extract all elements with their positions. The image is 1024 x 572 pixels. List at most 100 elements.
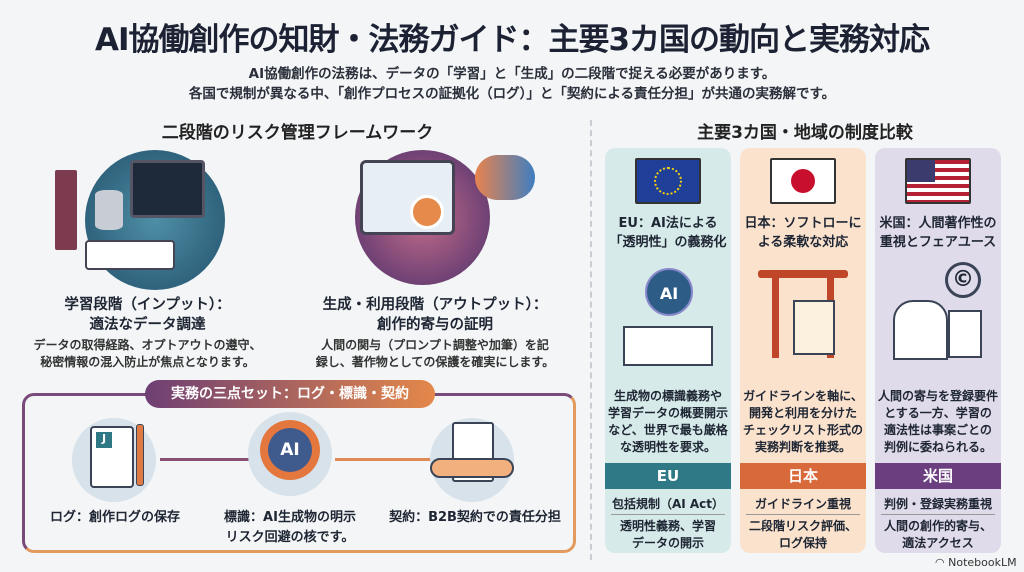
subdesc-line: ログ保持 bbox=[778, 536, 827, 550]
ai-bulb-icon: AI bbox=[645, 268, 693, 316]
title-line: よる柔軟な対応 bbox=[757, 235, 849, 250]
desc-line: な透明性を要求。 bbox=[619, 440, 716, 454]
comparison-heading: 主要3カ国・地域の制度比較 bbox=[697, 123, 913, 143]
title-line: 「透明性」の義務化 bbox=[609, 235, 727, 250]
stage-title-line: 学習段階（インプット）： bbox=[64, 297, 231, 313]
practice-set-title: 実務の三点セット：ログ・標識・契約 bbox=[145, 380, 435, 408]
connector-line bbox=[335, 458, 430, 461]
section-divider bbox=[590, 120, 592, 560]
desc-line: ガイドラインを軸に、 bbox=[743, 389, 863, 403]
column-desc: ガイドラインを軸に、開発と利用を分けたチェックリスト形式の実務判断を推奨。 bbox=[740, 388, 866, 456]
generation-stage-title: 生成・利用段階（アウトプット）： 創作的寄与の証明 bbox=[295, 295, 575, 335]
column-eu: EU：AI法による「透明性」の義務化 AI 生成物の標識義務や学習データの概要開… bbox=[605, 148, 731, 553]
column-band: EU bbox=[605, 463, 731, 489]
desc-line: 生成物の標識義務や bbox=[613, 389, 722, 403]
stage-title-line: 創作的寄与の証明 bbox=[377, 317, 493, 333]
subdesc-line: 適法アクセス bbox=[902, 536, 974, 550]
subtitle-line: AI協働創作の法務は、データの「学習」と「生成」の二段階で捉える必要があります。 bbox=[248, 66, 776, 82]
stage-title-line: 適法なデータ調達 bbox=[89, 317, 206, 333]
japan-flag-icon bbox=[770, 158, 836, 204]
subdesc-line: データの開示 bbox=[631, 536, 704, 550]
stage-title-line: 生成・利用段階（アウトプット）： bbox=[322, 297, 548, 313]
label-label: 標識：AI生成物の明示 bbox=[224, 510, 356, 525]
ai-badge-icon: AI bbox=[248, 412, 332, 496]
desc-line: 判例に委ねられる。 bbox=[883, 440, 992, 454]
column-desc: 生成物の標識義務や学習データの概要開示など、世界で最も厳格な透明性を要求。 bbox=[605, 388, 731, 456]
log-notebook-icon: J bbox=[72, 418, 156, 502]
subdesc-line: 透明性義務、学習 bbox=[619, 519, 716, 533]
capitol-icon bbox=[893, 300, 948, 360]
title-line: EU：AI法による bbox=[618, 216, 718, 231]
torii-scroll-illustration bbox=[758, 260, 848, 370]
column-subdesc: 人間の創作的寄与、適法アクセス bbox=[875, 518, 1001, 552]
monitor-icon bbox=[130, 160, 205, 218]
column-us: 米国：人間著作性の重視とフェアユース © 人間の寄与を登録要件とする一方、学習の… bbox=[875, 148, 1001, 553]
brain-icon bbox=[475, 155, 535, 200]
desc-line: など、世界で最も厳格 bbox=[608, 423, 728, 437]
column-band: 米国 bbox=[875, 463, 1001, 489]
label-label-2: リスク回避の核です。 bbox=[225, 530, 355, 545]
desc-line: 開発と利用を分けた bbox=[748, 406, 857, 420]
desc-line: チェックリスト形式の bbox=[742, 423, 863, 437]
desc-line: 人間の寄与を登録要件 bbox=[877, 389, 998, 403]
ai-badge-text: AI bbox=[268, 428, 312, 472]
practice-set-box bbox=[22, 393, 576, 553]
log-icon-letter: J bbox=[96, 432, 112, 448]
us-flag-icon bbox=[905, 158, 971, 204]
desc-line: とする一方、学習の bbox=[884, 406, 992, 420]
learning-stage-desc: データの取得経路、オプトアウトの遵守、 秘密情報の混入防止が焦点となります。 bbox=[10, 337, 285, 371]
column-title: 日本：ソフトローによる柔軟な対応 bbox=[740, 214, 866, 252]
page-title: AI協働創作の知財・法務ガイド：主要3カ国の動向と実務対応 bbox=[94, 22, 930, 58]
subdesc-line: 二段階リスク評価、 bbox=[748, 519, 857, 533]
column-japan: 日本：ソフトローによる柔軟な対応 ガイドラインを軸に、開発と利用を分けたチェック… bbox=[740, 148, 866, 553]
scroll-icon bbox=[793, 300, 835, 355]
desc-line: 実務判断を推奨。 bbox=[754, 440, 851, 454]
framework-heading: 二段階のリスク管理フレームワーク bbox=[161, 123, 434, 143]
column-title: 米国：人間著作性の重視とフェアユース bbox=[875, 214, 1001, 252]
column-title: EU：AI法による「透明性」の義務化 bbox=[605, 214, 731, 252]
books-icon bbox=[55, 170, 77, 250]
torii-icon bbox=[758, 270, 848, 278]
database-icon bbox=[95, 190, 123, 230]
column-desc: 人間の寄与を登録要件とする一方、学習の適法性は事案ごとの判例に委ねられる。 bbox=[875, 388, 1001, 456]
notebooklm-brand: ◠ NotebookLM bbox=[935, 556, 1017, 569]
stage-desc-line: 録し、著作物としての保護を確実にします。 bbox=[315, 355, 555, 369]
desc-line: 適法性は事案ごとの bbox=[884, 423, 992, 437]
learning-stage-illustration bbox=[55, 150, 225, 290]
pen-icon bbox=[136, 424, 144, 486]
connector-line bbox=[160, 458, 250, 461]
notebooklm-logo-icon: ◠ bbox=[935, 556, 949, 569]
stage-desc-line: 秘密情報の混入防止が焦点となります。 bbox=[40, 355, 255, 369]
column-band: 日本 bbox=[740, 463, 866, 489]
screen-icon bbox=[360, 160, 455, 235]
generation-stage-desc: 人間の関与（プロンプト調整や加筆）を記 録し、著作物としての保護を確実にします。 bbox=[295, 337, 575, 371]
title-line: 日本：ソフトローに bbox=[744, 216, 862, 231]
copyright-icon: © bbox=[945, 262, 981, 298]
stage-desc-line: データの取得経路、オプトアウトの遵守、 bbox=[33, 338, 262, 352]
title-line: 米国：人間著作性の bbox=[879, 216, 997, 231]
document-icon bbox=[948, 310, 982, 358]
desc-line: 学習データの概要開示 bbox=[607, 406, 728, 420]
column-subdesc: 透明性義務、学習データの開示 bbox=[605, 518, 731, 552]
eu-flag-icon bbox=[635, 158, 701, 204]
column-subdesc: 二段階リスク評価、ログ保持 bbox=[740, 518, 866, 552]
handshake-contract-icon bbox=[430, 418, 514, 502]
subtitle-line: 各国で規制が異なる中、「創作プロセスの証拠化（ログ）」と「契約による責任分担」が… bbox=[188, 86, 836, 102]
capitol-copyright-illustration: © bbox=[893, 260, 983, 370]
brand-text: NotebookLM bbox=[948, 556, 1017, 569]
open-book-icon bbox=[85, 240, 175, 270]
column-subhead: 判例・登録実務重視 bbox=[881, 494, 995, 515]
contract-label: 契約：B2B契約での責任分担 bbox=[389, 510, 561, 525]
learning-stage-title: 学習段階（インプット）： 適法なデータ調達 bbox=[20, 295, 275, 335]
subdesc-line: 人間の創作的寄与、 bbox=[883, 519, 992, 533]
stage-desc-line: 人間の関与（プロンプト調整や加筆）を記 bbox=[321, 338, 549, 352]
column-subhead: ガイドライン重視 bbox=[746, 494, 860, 515]
ai-government-illustration: AI bbox=[623, 260, 713, 370]
touch-button-icon bbox=[410, 195, 444, 229]
column-subhead: 包括規制（AI Act） bbox=[611, 494, 725, 515]
title-line: 重視とフェアユース bbox=[879, 235, 997, 250]
building-icon bbox=[623, 326, 713, 366]
handshake-icon bbox=[430, 458, 514, 478]
generation-stage-illustration bbox=[355, 150, 535, 285]
log-label: ログ：創作ログの保存 bbox=[49, 510, 180, 525]
